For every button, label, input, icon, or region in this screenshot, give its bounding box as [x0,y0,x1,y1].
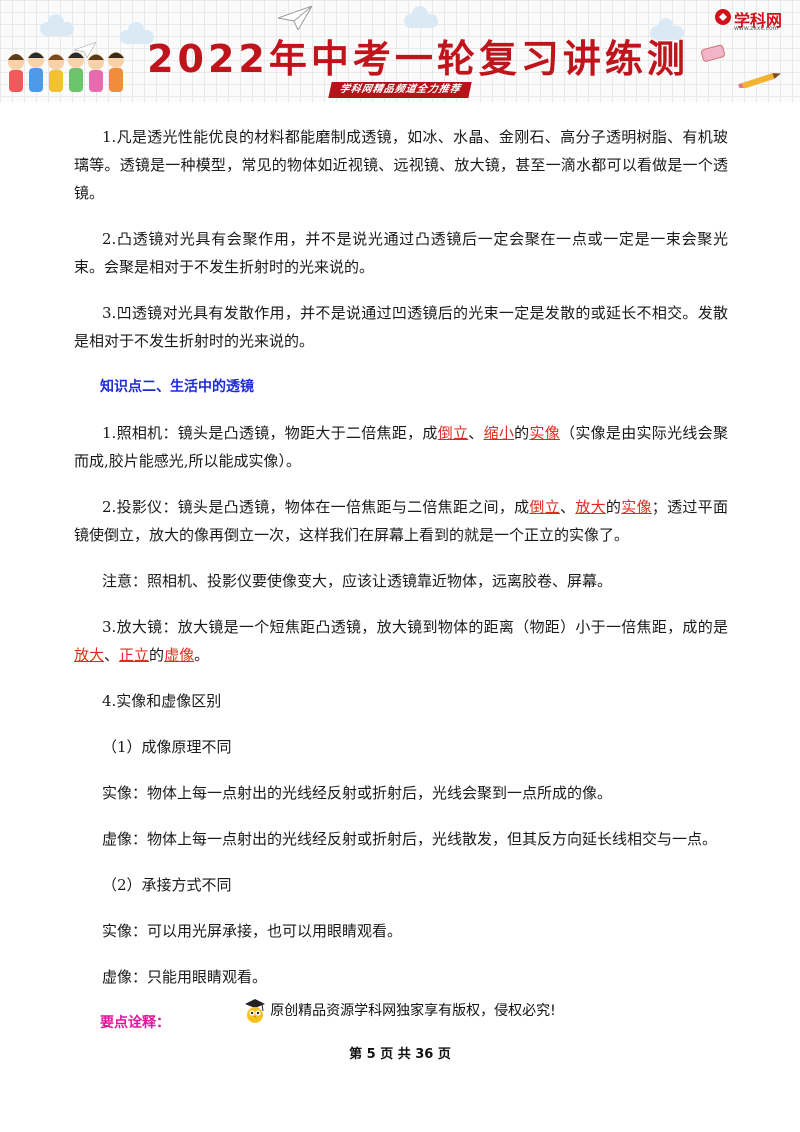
magnifier-paragraph: 3.放大镜：放大镜是一个短焦距凸透镜，放大镜到物体的距离（物距）小于一倍焦距，成… [74,613,728,669]
document-body: 1.凡是透光性能优良的材料都能磨制成透镜，如冰、水晶、金刚石、高分子透明树脂、有… [74,123,728,1037]
real-image-definition: 实像：物体上每一点射出的光线经反射或折射后，光线会聚到一点所成的像。 [102,784,613,802]
pencil-icon [738,73,781,88]
logo-url: www.zxxk.com [734,25,779,32]
owl-mascot-icon [245,999,266,1023]
text-span: ；透过平面镜使倒立，放大的像再倒立一次，这样我们在屏幕上看到的就是一个正立的实像… [74,498,728,544]
text-span: 的 [605,498,622,516]
logo-text: 学科网 [734,11,783,30]
answer-highlight: 放大 [575,498,606,516]
cloud-decoration [40,14,74,36]
banner-subtitle: 学科网精品频道全力推荐 [328,82,472,98]
text-span: 1.照相机：镜头是凸透镜，物距大于二倍焦距，成 [102,424,438,442]
note-paragraph: 注意：照相机、投影仪要使像变大，应该让透镜靠近物体，远离胶卷、屏幕。 [102,572,613,590]
paragraph-4: 4.实像和虚像区别 [102,692,222,710]
answer-highlight: 正立 [119,646,150,664]
text-span: 、 [560,498,576,516]
copyright-text: 原创精品资源学科网独家享有版权，侵权必究! [270,1003,556,1019]
virtual-image-definition: 虚像：物体上每一点射出的光线经反射或折射后，光线散发，但其反方向延长线相交与一点… [102,830,718,848]
answer-highlight: 缩小 [483,424,515,442]
header-banner: 2022年中考一轮复习讲练测 学科网精品频道全力推荐 学科网 www.zxxk.… [0,0,800,102]
answer-highlight: 实像 [621,498,652,516]
answer-highlight: 虚像 [164,646,195,664]
paragraph-3: 3.凹透镜对光具有发散作用，并不是说通过凹透镜后的光束一定是发散的或延长不相交。… [74,304,728,350]
answer-highlight: 倒立 [437,424,469,442]
text-span: （实像是由实际光线会聚而成,胶片能感光,所以能成实像）。 [74,424,728,470]
site-logo[interactable]: 学科网 www.zxxk.com [714,6,790,32]
children-illustration [8,52,124,92]
text-span: 。 [194,646,210,664]
virtual-image-receiving: 虚像：只能用眼睛观看。 [102,968,268,986]
paragraph-2: 2.凸透镜对光具有会聚作用，并不是说光通过凸透镜后一定会聚在一点或一定是一束会聚… [74,230,728,276]
page-number: 第 5 页 共 36 页 [349,1047,451,1062]
paper-plane-icon [74,42,96,58]
cloud-decoration [120,22,154,44]
real-image-receiving: 实像：可以用光屏承接，也可以用眼睛观看。 [102,922,403,940]
cloud-decoration [650,18,684,40]
subheading-2: （2）承接方式不同 [102,876,232,894]
camera-paragraph: 1.照相机：镜头是凸透镜，物距大于二倍焦距，成倒立、缩小的实像（实像是由实际光线… [74,419,728,475]
eraser-icon [701,44,726,62]
copyright-notice: 原创精品资源学科网独家享有版权，侵权必究! [0,998,800,1024]
key-points-heading: 要点诠释： [100,1015,170,1031]
text-span: 2.投影仪：镜头是凸透镜，物体在一倍焦距与二倍焦距之间，成 [102,498,530,516]
projector-paragraph: 2.投影仪：镜头是凸透镜，物体在一倍焦距与二倍焦距之间，成倒立、放大的实像；透过… [74,493,728,549]
cloud-decoration [404,6,438,28]
logo-icon [715,9,731,25]
text-span: 的 [149,646,165,664]
text-span: 、 [468,424,484,442]
text-span: 3.放大镜：放大镜是一个短焦距凸透镜，放大镜到物体的距离（物距）小于一倍焦距，成… [102,618,728,636]
answer-highlight: 放大 [74,646,105,664]
section-heading: 知识点二、生活中的透镜 [100,379,254,395]
text-span: 的 [514,424,530,442]
text-span: 、 [104,646,120,664]
banner-title: 2022年中考一轮复习讲练测 [147,37,689,81]
subheading-1: （1）成像原理不同 [102,738,232,756]
paper-plane-icon [278,6,312,30]
paragraph-1: 1.凡是透光性能优良的材料都能磨制成透镜，如冰、水晶、金刚石、高分子透明树脂、有… [74,128,728,202]
answer-highlight: 倒立 [529,498,561,516]
answer-highlight: 实像 [529,424,561,442]
